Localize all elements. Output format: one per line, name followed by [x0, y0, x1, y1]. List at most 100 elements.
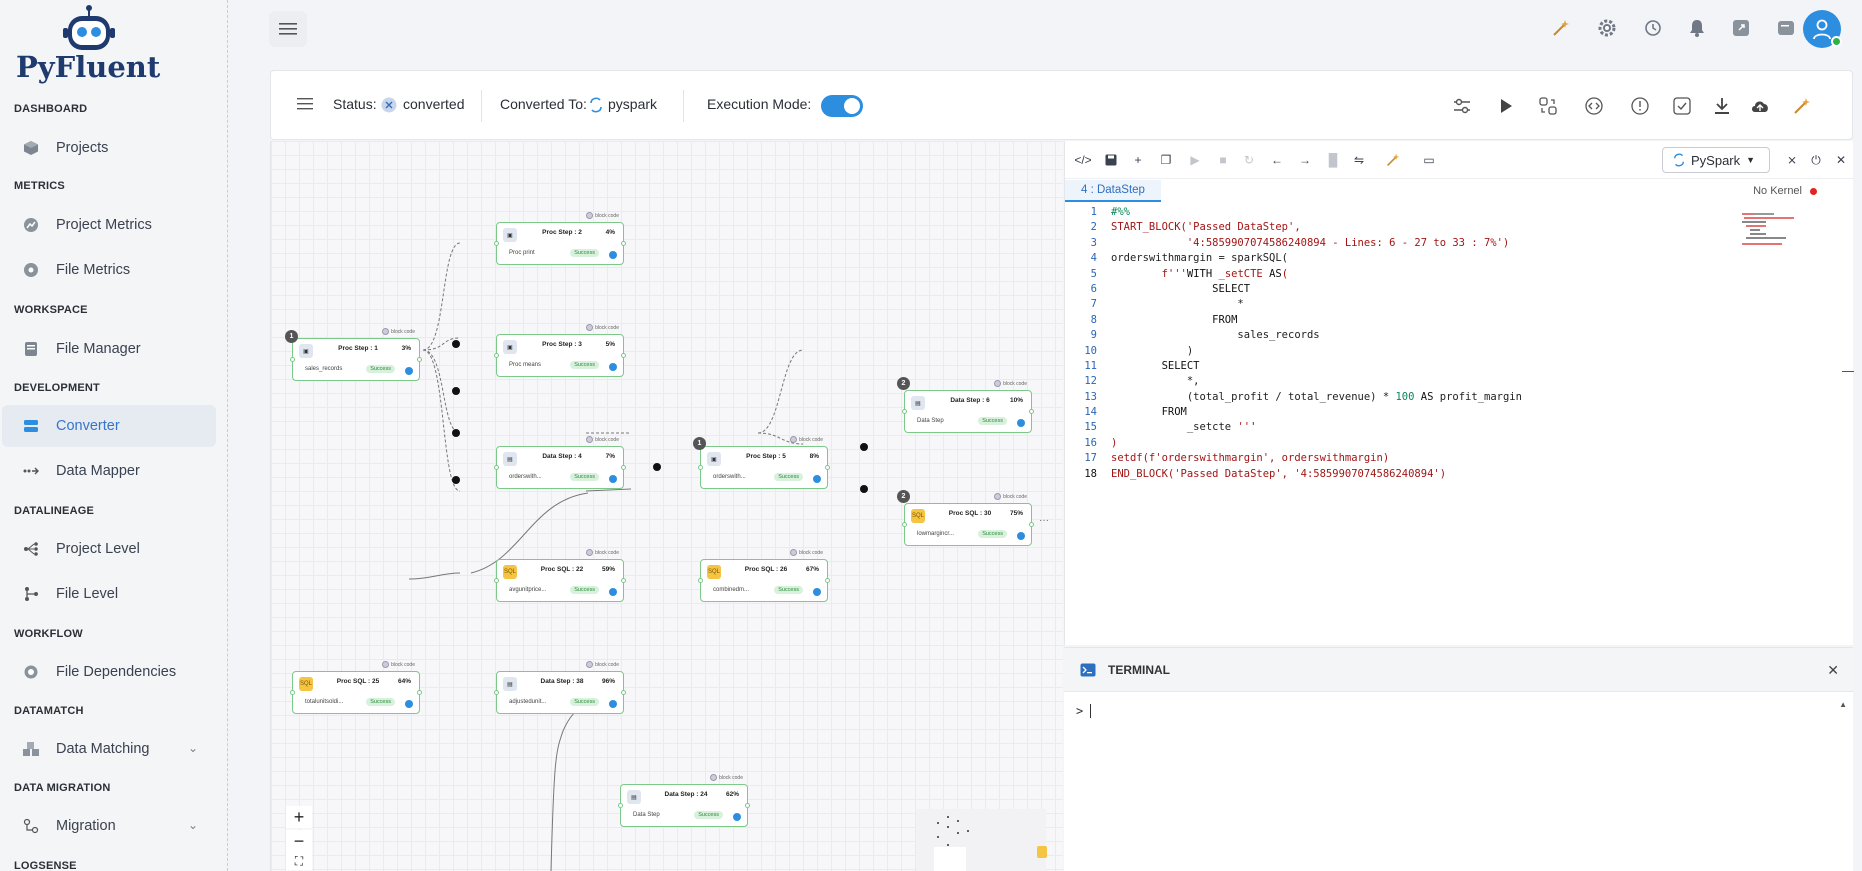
node-output-handle[interactable] — [417, 357, 422, 362]
info-icon[interactable] — [1629, 95, 1651, 117]
node-input-handle[interactable] — [494, 353, 499, 358]
arrow-left-icon[interactable]: ← — [1271, 153, 1283, 167]
external-window-icon[interactable] — [1729, 16, 1753, 40]
flow-node[interactable]: block code ▤ Data Step : 4 7% orderswith… — [494, 436, 626, 489]
code-line[interactable]: 11 SELECT — [1065, 359, 1725, 374]
document-icon[interactable] — [1774, 16, 1798, 40]
zoom-out-button[interactable]: − — [286, 830, 312, 852]
block-code-label[interactable]: block code — [586, 549, 619, 556]
fit-view-button[interactable]: ⛶ — [286, 852, 312, 870]
flow-node[interactable]: block code ▣ Proc Step : 5 8% orderswith… — [698, 436, 830, 489]
convert-icon[interactable] — [1537, 95, 1559, 117]
save-icon[interactable] — [1103, 152, 1119, 168]
logo[interactable]: PyFluent — [16, 0, 160, 90]
block-code-label[interactable]: block code — [586, 212, 619, 219]
code-line[interactable]: 9 sales_records — [1065, 328, 1725, 343]
block-code-label[interactable]: block code — [994, 380, 1027, 387]
node-info-dot[interactable] — [609, 700, 617, 708]
node-output-handle[interactable] — [1029, 522, 1034, 527]
code-line[interactable]: 13 (total_profit / total_revenue) * 100 … — [1065, 390, 1725, 405]
node-output-handle[interactable] — [621, 690, 626, 695]
block-code-label[interactable]: block code — [586, 661, 619, 668]
chevron-down-icon[interactable]: ⌄ — [187, 818, 198, 832]
run-play-icon[interactable] — [1495, 95, 1517, 117]
report-check-icon[interactable] — [1671, 95, 1693, 117]
flow-node[interactable]: block code ▣ Proc Step : 2 4% Proc print… — [494, 212, 626, 265]
node-info-dot[interactable] — [609, 363, 617, 371]
sidebar-item-data-matching[interactable]: Data Matching ⌄ — [2, 728, 216, 770]
cloud-upload-icon[interactable] — [1749, 95, 1771, 117]
sidebar-item-file-dependencies[interactable]: File Dependencies — [2, 651, 216, 693]
block-code-label[interactable]: block code — [586, 436, 619, 443]
code-line[interactable]: 7 * — [1065, 297, 1725, 312]
flow-node[interactable]: block code SQL Proc SQL : 25 64% totalun… — [290, 661, 422, 714]
split-icon[interactable]: █ — [1328, 153, 1338, 167]
flow-node[interactable]: block code ▤ Data Step : 24 62% Data Ste… — [618, 774, 750, 827]
block-code-label[interactable]: block code — [994, 493, 1027, 500]
node-output-handle[interactable] — [621, 353, 626, 358]
code-line[interactable]: 12 *, — [1065, 374, 1725, 389]
node-input-handle[interactable] — [290, 357, 295, 362]
sidebar-item-data-mapper[interactable]: Data Mapper — [2, 450, 216, 492]
code-line[interactable]: 14 FROM — [1065, 405, 1725, 420]
node-info-dot[interactable] — [405, 367, 413, 375]
scroll-up-icon[interactable]: ▲ — [1839, 700, 1847, 709]
node-input-handle[interactable] — [494, 690, 499, 695]
node-info-dot[interactable] — [1017, 419, 1025, 427]
code-line[interactable]: 3 '4:5859907074586240894 - Lines: 6 - 27… — [1065, 236, 1725, 251]
terminal-icon[interactable]: ▭ — [1423, 153, 1435, 167]
sidebar-item-file-level[interactable]: File Level — [2, 573, 216, 615]
stop-icon[interactable]: ■ — [1219, 153, 1227, 167]
block-code-label[interactable]: block code — [790, 549, 823, 556]
settings-gear-icon[interactable] — [1595, 16, 1619, 40]
code-line[interactable]: 6 SELECT — [1065, 282, 1725, 297]
chevron-down-icon[interactable]: ⌄ — [187, 741, 198, 755]
add-cell-icon[interactable]: + — [1134, 153, 1142, 167]
node-info-dot[interactable] — [609, 251, 617, 259]
run-icon[interactable]: ▶ — [1190, 153, 1200, 167]
notification-bell-icon[interactable] — [1685, 16, 1709, 40]
magic-wand-icon[interactable] — [1385, 152, 1401, 168]
compare-icon[interactable]: ⇋ — [1353, 153, 1365, 167]
close-terminal-icon[interactable]: ✕ — [1827, 662, 1839, 678]
code-line[interactable]: 16) — [1065, 436, 1725, 451]
flow-node[interactable]: block code ▣ Proc Step : 1 3% sales_reco… — [290, 328, 422, 381]
filter-settings-icon[interactable] — [1451, 95, 1473, 117]
block-code-label[interactable]: block code — [790, 436, 823, 443]
node-output-handle[interactable] — [417, 690, 422, 695]
node-output-handle[interactable] — [825, 465, 830, 470]
flow-minimap[interactable] — [916, 809, 1046, 871]
sidebar-item-file-metrics[interactable]: File Metrics — [2, 249, 216, 291]
sidebar-item-file-manager[interactable]: File Manager — [2, 328, 216, 370]
sidebar-item-projects[interactable]: Projects — [2, 127, 216, 169]
node-output-handle[interactable] — [1029, 409, 1034, 414]
node-info-dot[interactable] — [609, 475, 617, 483]
code-line[interactable]: 5 f'''WITH _setCTE AS( — [1065, 267, 1725, 282]
flow-canvas[interactable]: block code ▣ Proc Step : 1 3% sales_reco… — [270, 141, 1063, 871]
flow-node[interactable]: block code SQL Proc SQL : 26 67% combine… — [698, 549, 830, 602]
code-line[interactable]: 15 _setcte ''' — [1065, 420, 1725, 435]
close-icon[interactable]: ✕ — [1835, 153, 1847, 167]
download-icon[interactable] — [1711, 95, 1733, 117]
user-avatar[interactable] — [1803, 10, 1842, 48]
node-input-handle[interactable] — [494, 578, 499, 583]
terminal-input[interactable]: > — [1076, 704, 1099, 718]
block-code-label[interactable]: block code — [586, 324, 619, 331]
sidebar-item-converter[interactable]: Converter — [2, 405, 216, 447]
code-line[interactable]: 8 FROM — [1065, 313, 1725, 328]
flow-node[interactable]: block code SQL Proc SQL : 30 75% lowmarg… — [902, 493, 1034, 546]
node-output-handle[interactable] — [621, 241, 626, 246]
flow-node[interactable]: block code ▤ Data Step : 6 10% Data Step… — [902, 380, 1034, 433]
node-output-handle[interactable] — [621, 465, 626, 470]
code-minimap[interactable] — [1740, 211, 1840, 251]
magic-wand-icon[interactable] — [1791, 95, 1813, 117]
disconnect-icon[interactable]: ⨯ — [1786, 153, 1798, 167]
scrollbar-thumb[interactable] — [1842, 371, 1854, 372]
block-code-label[interactable]: block code — [382, 661, 415, 668]
sidebar-item-migration[interactable]: Migration ⌄ — [2, 805, 216, 847]
node-input-handle[interactable] — [902, 409, 907, 414]
history-icon[interactable] — [1641, 16, 1665, 40]
